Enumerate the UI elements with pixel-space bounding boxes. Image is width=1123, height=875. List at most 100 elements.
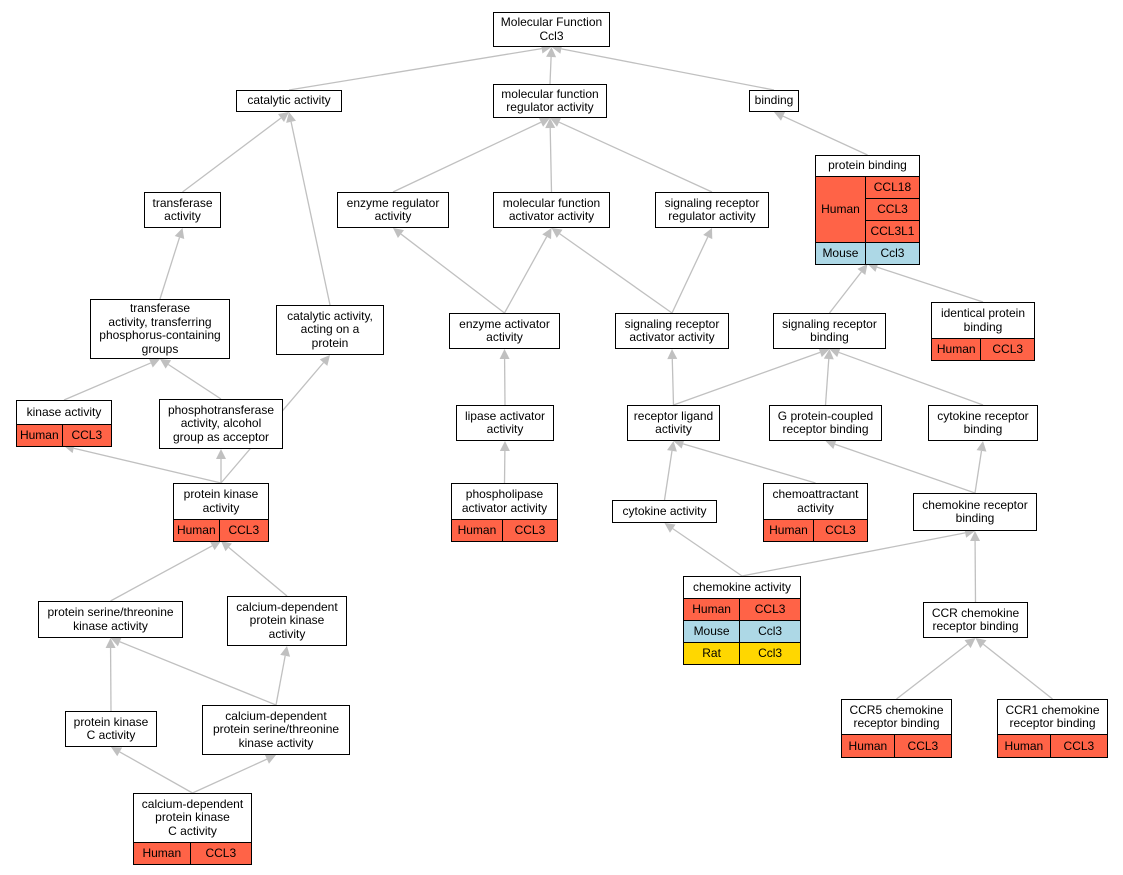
edge-chemact-to-chemrb [741,532,966,577]
node-molecular-function-activator-activity[interactable]: molecular function activator activity [493,192,610,228]
arrowhead [703,228,713,240]
node-chemokine-receptor-binding[interactable]: chemokine receptor binding [913,493,1037,531]
node-transferase-activity-transferring-phosphorus[interactable]: transferase activity, transferring phosp… [90,299,230,359]
node-calcium-dependent-protein-kinase-activity[interactable]: calcium-dependent protein kinase activit… [227,596,347,646]
arrowhead [545,118,556,129]
edge-pka-to-kinase [73,447,222,484]
gene-cell: CCL3 [864,198,921,221]
node-cytokine-activity[interactable]: cytokine activity [612,500,717,523]
node-enzyme-regulator-activity[interactable]: enzyme regulator activity [337,192,449,228]
node-protein-kinase-activity[interactable]: protein kinase activity [173,483,269,520]
arrowhead [209,541,221,551]
arrowhead [499,441,510,452]
species-cell-mouse: Mouse [682,620,741,643]
edge-enzact-to-enzreg [400,233,505,314]
edge-chemact-to-cytact [672,528,743,577]
node-chemokine-activity[interactable]: chemokine activity [683,576,801,599]
node-molecular-function-regulator-activity[interactable]: molecular function regulator activity [493,84,607,118]
node-signaling-receptor-regulator-activity[interactable]: signaling receptor regulator activity [655,192,769,228]
arrowhead [221,541,232,552]
node-signaling-receptor-binding[interactable]: signaling receptor binding [773,313,886,349]
arrowhead [105,638,116,649]
edge-cdst-to-serthr [119,641,277,706]
arrowhead [319,355,330,366]
node-calcium-dependent-protein-kinase-c-activity[interactable]: calcium-dependent protein kinase C activ… [133,793,252,843]
node-catalytic-activity-acting-on-protein[interactable]: catalytic activity, acting on a protein [276,305,384,355]
edge-gpcr-to-sigrbind [824,358,830,406]
arrowhead [538,117,550,127]
edge-rligand-to-sigract [671,358,675,406]
species-cell-human: Human [815,176,866,243]
gene-cell: CCL3 [1049,734,1109,758]
arrowhead [148,358,160,368]
arrowhead [280,646,291,657]
arrowhead [499,349,510,360]
species-cell-human: Human [682,598,741,621]
node-ccr1-chemokine-receptor-binding[interactable]: CCR1 chemokine receptor binding [997,699,1108,735]
gene-cell: Ccl3 [864,242,921,265]
node-protein-kinase-c-activity[interactable]: protein kinase C activity [65,711,157,747]
node-ccr-chemokine-receptor-binding[interactable]: CCR chemokine receptor binding [923,602,1028,638]
arrowhead [825,439,837,450]
edge-chemrb-to-gpcr [834,443,976,494]
node-ccr5-chemokine-receptor-binding[interactable]: CCR5 chemokine receptor binding [841,699,952,735]
arrowhead [160,359,172,369]
node-lipase-activator-activity[interactable]: lipase activator activity [456,405,554,441]
edge-sigract-to-mfaa [559,233,673,314]
edge-catalytic-to-root [288,47,542,91]
node-enzyme-activator-activity[interactable]: enzyme activator activity [449,313,560,349]
edge-sigrra-to-mfra [558,121,713,193]
node-molecular-function[interactable]: Molecular Function Ccl3 [493,12,610,47]
node-calcium-dependent-protein-serine-threonine-kinase-activity[interactable]: calcium-dependent protein serine/threoni… [202,705,350,755]
edge-binding-to-root [561,48,775,91]
node-protein-serine-threonine-kinase-activity[interactable]: protein serine/threonine kinase activity [38,601,183,638]
node-binding[interactable]: binding [749,90,799,112]
node-kinase-activity[interactable]: kinase activity [16,400,112,425]
node-protein-binding[interactable]: protein binding [815,155,920,177]
arrowhead [818,347,830,358]
edge-mfaa-to-mfra [549,127,553,193]
arrowhead [546,47,557,58]
node-cytokine-receptor-binding[interactable]: cytokine receptor binding [928,405,1038,441]
arrowhead [823,349,834,360]
edge-chemrb-to-cytrb [974,450,983,494]
arrowhead [264,754,276,764]
arrowhead [542,228,552,240]
arrowhead [664,523,676,533]
arrowhead [667,349,678,360]
edge-cdst-to-cdpk [275,655,286,706]
edge-phosalc-to-tphos [168,363,222,400]
gene-cell: Ccl3 [739,642,801,665]
gene-cell: CCL3 [189,842,253,865]
node-transferase-activity[interactable]: transferase activity [144,192,221,228]
arrowhead [673,439,685,449]
node-catalytic-activity[interactable]: catalytic activity [236,90,342,112]
node-chemoattractant-activity[interactable]: chemoattractant activity [763,483,868,520]
node-signaling-receptor-activator-activity[interactable]: signaling receptor activator activity [615,313,729,349]
arrowhead [393,228,404,239]
node-g-protein-coupled-receptor-binding[interactable]: G protein-coupled receptor binding [769,405,882,441]
species-cell-rat: Rat [682,642,741,665]
edge-cdpk-to-pka [228,546,288,597]
edge-kinase-to-tphos [63,362,152,401]
arrowhead [867,262,879,272]
node-phospholipase-activator-activity[interactable]: phospholipase activator activity [451,483,558,520]
arrowhead [174,228,185,240]
edge-cdpkc-to-pkc [119,751,193,794]
gene-cell: CCL3 [739,598,801,621]
edge-mfra-to-root [549,56,552,85]
arrowhead [111,747,123,757]
node-receptor-ligand-activity[interactable]: receptor ligand activity [627,405,720,441]
node-identical-protein-binding[interactable]: identical protein binding [931,302,1035,339]
gene-cell: CCL3L1 [864,220,921,243]
node-phosphotransferase-activity-alcohol-group[interactable]: phosphotransferase activity, alcohol gro… [159,399,283,449]
gene-cell: CCL3 [812,519,869,542]
species-cell-human: Human [841,734,895,758]
